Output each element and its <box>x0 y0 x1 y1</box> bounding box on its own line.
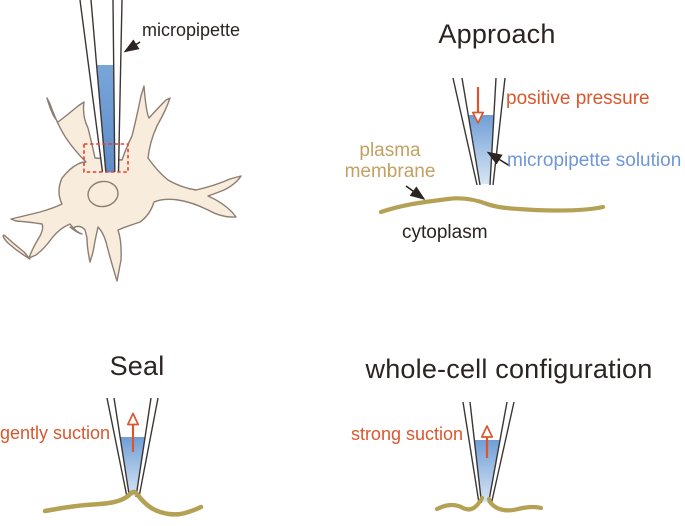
seal-title: Seal <box>109 351 165 381</box>
positive-pressure-arrow <box>471 87 485 124</box>
membrane-wholecell-right <box>486 496 544 513</box>
approach-panel <box>378 77 606 215</box>
positive-pressure-label: positive pressure <box>506 88 650 109</box>
nucleus <box>87 180 119 208</box>
plasma-membrane-line <box>378 196 606 215</box>
plasma-membrane-callout-arrow <box>405 185 426 200</box>
membrane-seal <box>42 489 204 517</box>
seal-panel <box>42 397 204 517</box>
micropipette-approach <box>452 77 506 186</box>
tip-highlight-box <box>83 143 129 173</box>
micropipette-wholecell <box>462 401 515 504</box>
strong-suction-arrow <box>480 425 494 458</box>
micropipette-label: micropipette <box>142 20 241 40</box>
membrane-wholecell-left <box>434 495 485 512</box>
strong-suction-label: strong suction <box>350 424 463 444</box>
cytoplasm-label: cytoplasm <box>402 222 488 243</box>
neuron <box>2 85 242 282</box>
gently-suction-label: gently suction <box>0 423 111 443</box>
pipette-solution-seal <box>120 437 146 496</box>
micropipette-seal <box>106 397 159 498</box>
whole-cell-title: whole-cell configuration <box>365 354 653 384</box>
micropipette-solution-label: micropipette solution <box>507 150 682 171</box>
micropipette-callout-arrow <box>123 39 141 53</box>
approach-title: Approach <box>438 19 556 49</box>
plasma-membrane-label: plasma membrane <box>344 140 436 182</box>
micropipette-solution-callout-arrow <box>486 151 511 167</box>
micropipette-main <box>79 0 123 173</box>
pipette-solution-main <box>96 65 115 173</box>
pipette-solution-approach <box>468 115 494 184</box>
whole-cell-panel <box>434 401 544 513</box>
neuron-dendrite-sliver <box>2 234 31 260</box>
pipette-solution-wholecell <box>474 440 500 502</box>
gentle-suction-arrow <box>126 412 140 452</box>
